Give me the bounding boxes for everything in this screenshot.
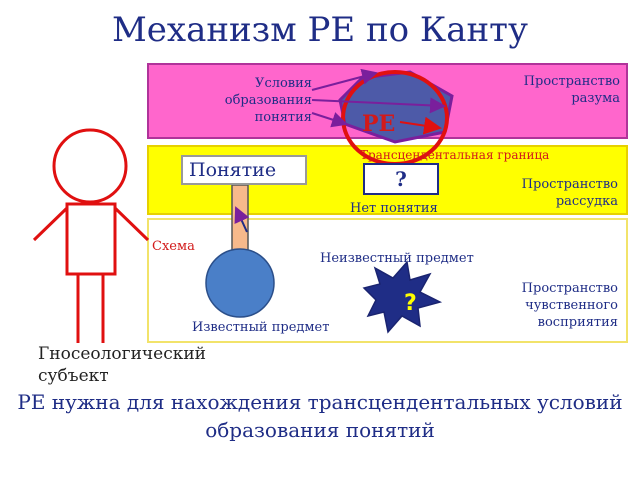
reason-space-label: Пространство разума bbox=[523, 74, 620, 106]
conditions-label: Условия образования понятия bbox=[224, 76, 312, 125]
unknown-object-label: Неизвестный предмет bbox=[320, 251, 474, 266]
conclusion-text: РЕ нужна для нахождения трансцендентальн… bbox=[17, 390, 623, 442]
figure-right-arm bbox=[113, 206, 150, 242]
conditions-arrow-3 bbox=[311, 112, 348, 128]
known-object-circle bbox=[205, 248, 275, 318]
subject-label: Гносеологический субъект bbox=[38, 344, 207, 386]
understanding-space-label: Пространство рассудка bbox=[521, 177, 618, 209]
known-object-label: Известный предмет bbox=[192, 320, 330, 335]
figure-left-arm bbox=[32, 206, 69, 242]
conditions-polygon bbox=[338, 70, 454, 144]
schema-arrow bbox=[234, 206, 250, 233]
schema-bar bbox=[231, 184, 249, 256]
unknown-object-star bbox=[362, 260, 443, 334]
sensory-space-label: Пространство чувственного восприятия bbox=[521, 281, 618, 330]
re-arrow bbox=[399, 116, 442, 135]
conditions-arrow-2 bbox=[311, 97, 446, 114]
no-concept-label: Нет понятия bbox=[350, 201, 438, 216]
figure-head bbox=[52, 128, 128, 204]
stick-figure bbox=[32, 128, 150, 343]
figure-body bbox=[65, 202, 117, 276]
conditions-arrow-1 bbox=[311, 68, 378, 91]
unknown-object-question: ? bbox=[404, 291, 417, 316]
schema-label: Схема bbox=[152, 239, 195, 254]
page-title: Механизм РЕ по Канту bbox=[111, 10, 528, 50]
concept-box: Понятие bbox=[181, 155, 307, 185]
transcendental-border-label: Трансцендентальная граница bbox=[360, 148, 550, 162]
missing-concept-box: ? bbox=[363, 163, 439, 195]
re-label: РЕ bbox=[362, 111, 396, 137]
